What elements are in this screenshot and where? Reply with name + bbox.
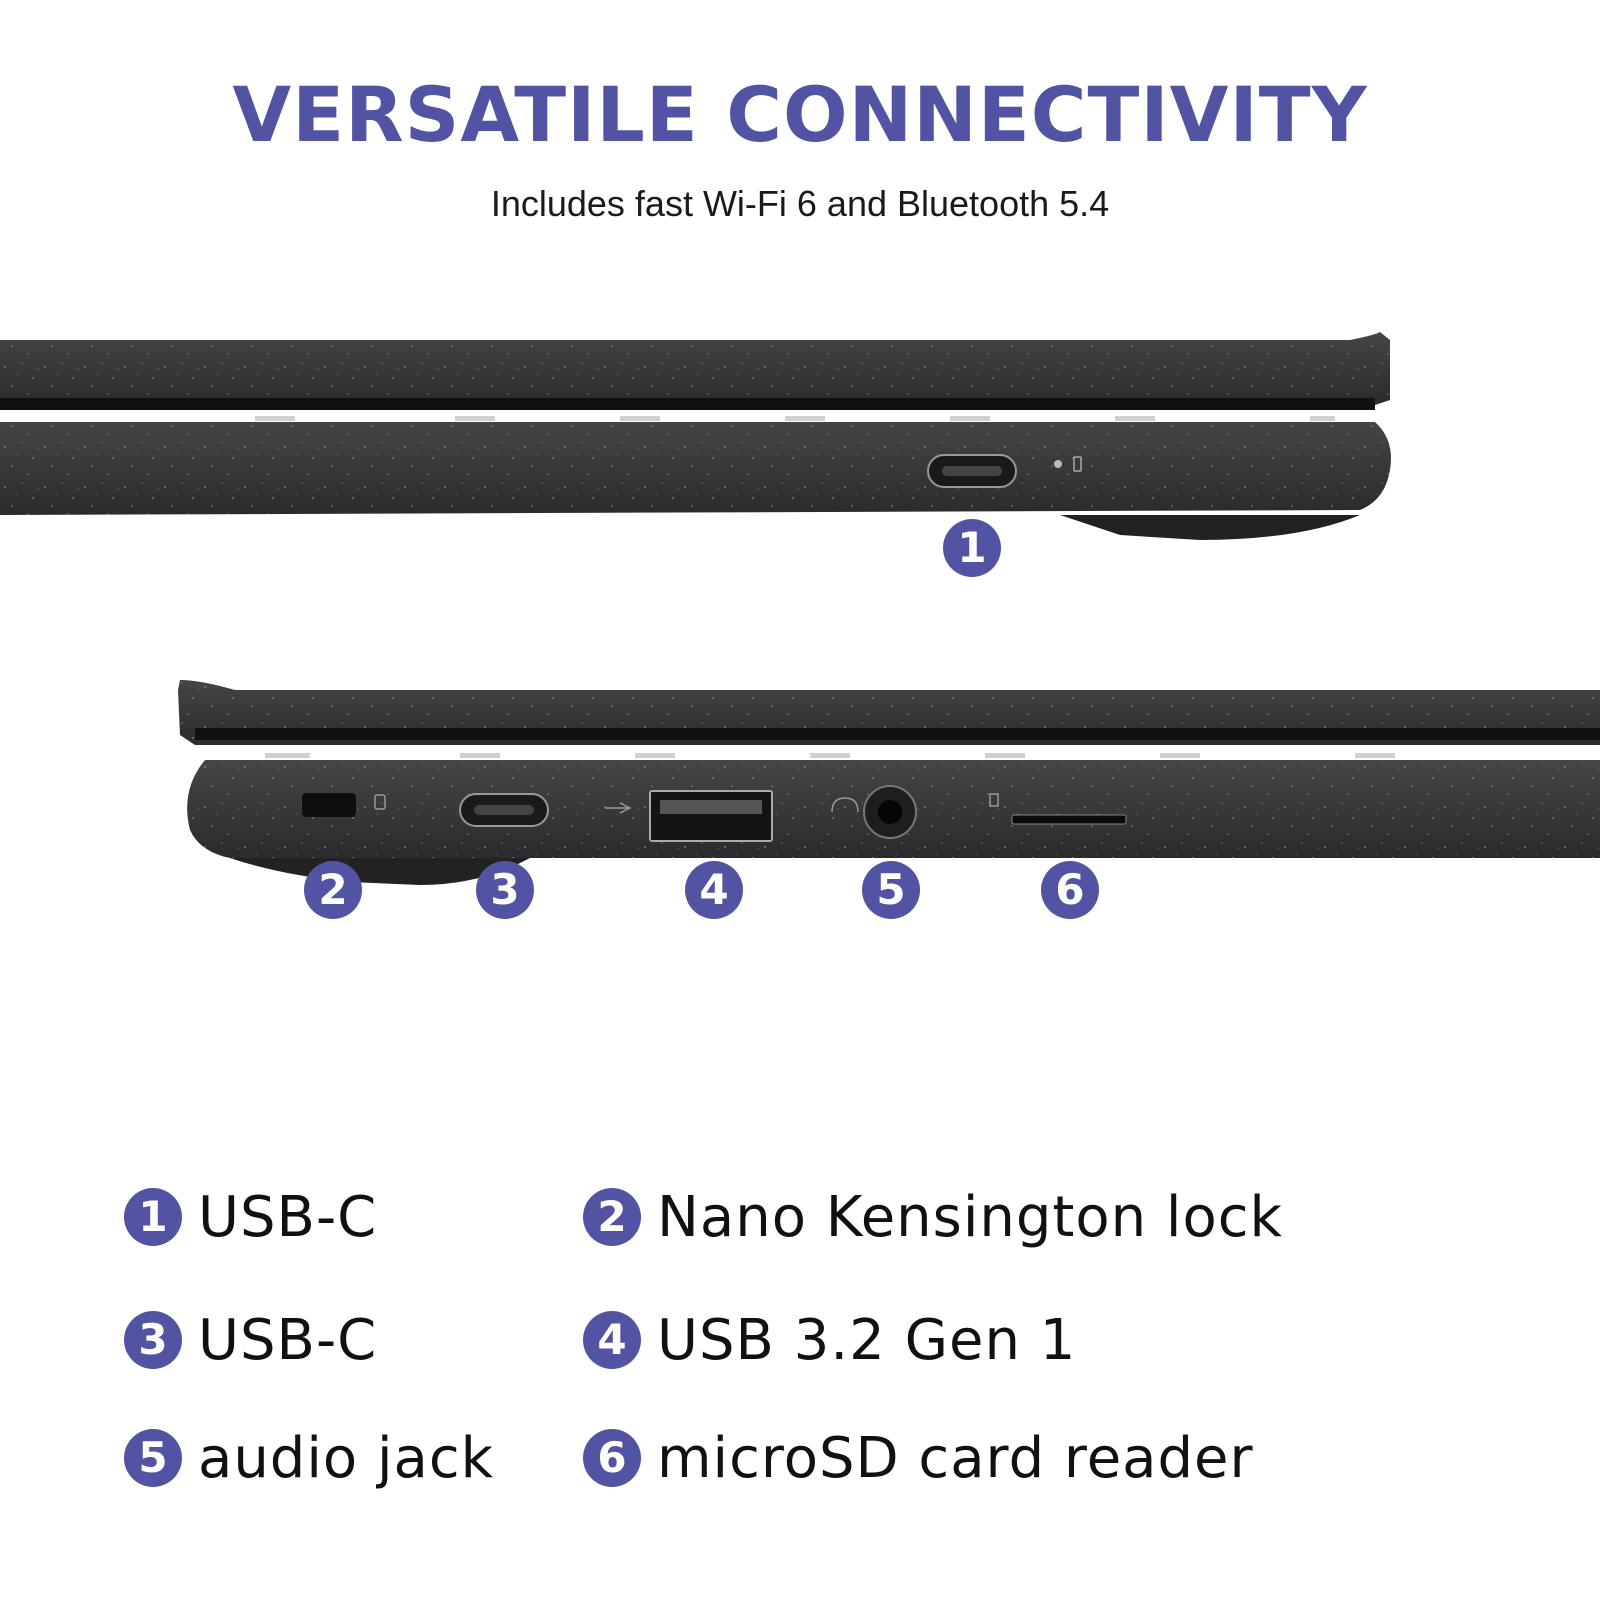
legend-item: 5 audio jack [124, 1425, 495, 1491]
legend-number-badge: 2 [583, 1188, 641, 1246]
legend-number-badge: 6 [583, 1429, 641, 1487]
legend-label: USB-C [198, 1184, 378, 1250]
legend-label: audio jack [198, 1425, 495, 1491]
legend-number-badge: 4 [583, 1311, 641, 1369]
port-number-badge-3: 3 [476, 861, 534, 919]
microsd-slot-icon [989, 793, 1127, 825]
legend-item: 4 USB 3.2 Gen 1 [583, 1307, 1077, 1373]
usb-c-port-icon [459, 793, 549, 827]
port-number-badge-1: 1 [943, 519, 1001, 577]
laptop-side-views [0, 332, 1600, 885]
legend-item: 1 USB-C [124, 1184, 378, 1250]
legend-number-badge: 5 [124, 1429, 182, 1487]
legend-item: 3 USB-C [124, 1307, 378, 1373]
page-subtitle: Includes fast Wi-Fi 6 and Bluetooth 5.4 [490, 183, 1110, 224]
led-indicator-icon [1054, 460, 1062, 468]
page-title: VERSATILE CONNECTIVITY [232, 70, 1368, 159]
laptop-left-side-view [178, 680, 1600, 885]
legend-label: USB-C [198, 1307, 378, 1373]
port-number-badge-4: 4 [685, 861, 743, 919]
legend-number-badge: 1 [124, 1188, 182, 1246]
port-number-badge-6: 6 [1041, 861, 1099, 919]
legend-item: 6 microSD card reader [583, 1425, 1254, 1491]
legend-label: USB 3.2 Gen 1 [657, 1307, 1077, 1373]
port-number-badge-2: 2 [304, 861, 362, 919]
audio-jack-icon [831, 785, 917, 839]
usb-c-port-icon [927, 454, 1017, 488]
port-number-badge-5: 5 [862, 861, 920, 919]
battery-icon [1073, 456, 1082, 472]
usb-a-port-icon [605, 790, 773, 842]
legend-number-badge: 3 [124, 1311, 182, 1369]
legend-label: microSD card reader [657, 1425, 1254, 1491]
kensington-lock-slot-icon [302, 793, 386, 817]
legend-label: Nano Kensington lock [657, 1184, 1283, 1250]
legend-item: 2 Nano Kensington lock [583, 1184, 1283, 1250]
laptop-right-side-view [0, 332, 1391, 540]
